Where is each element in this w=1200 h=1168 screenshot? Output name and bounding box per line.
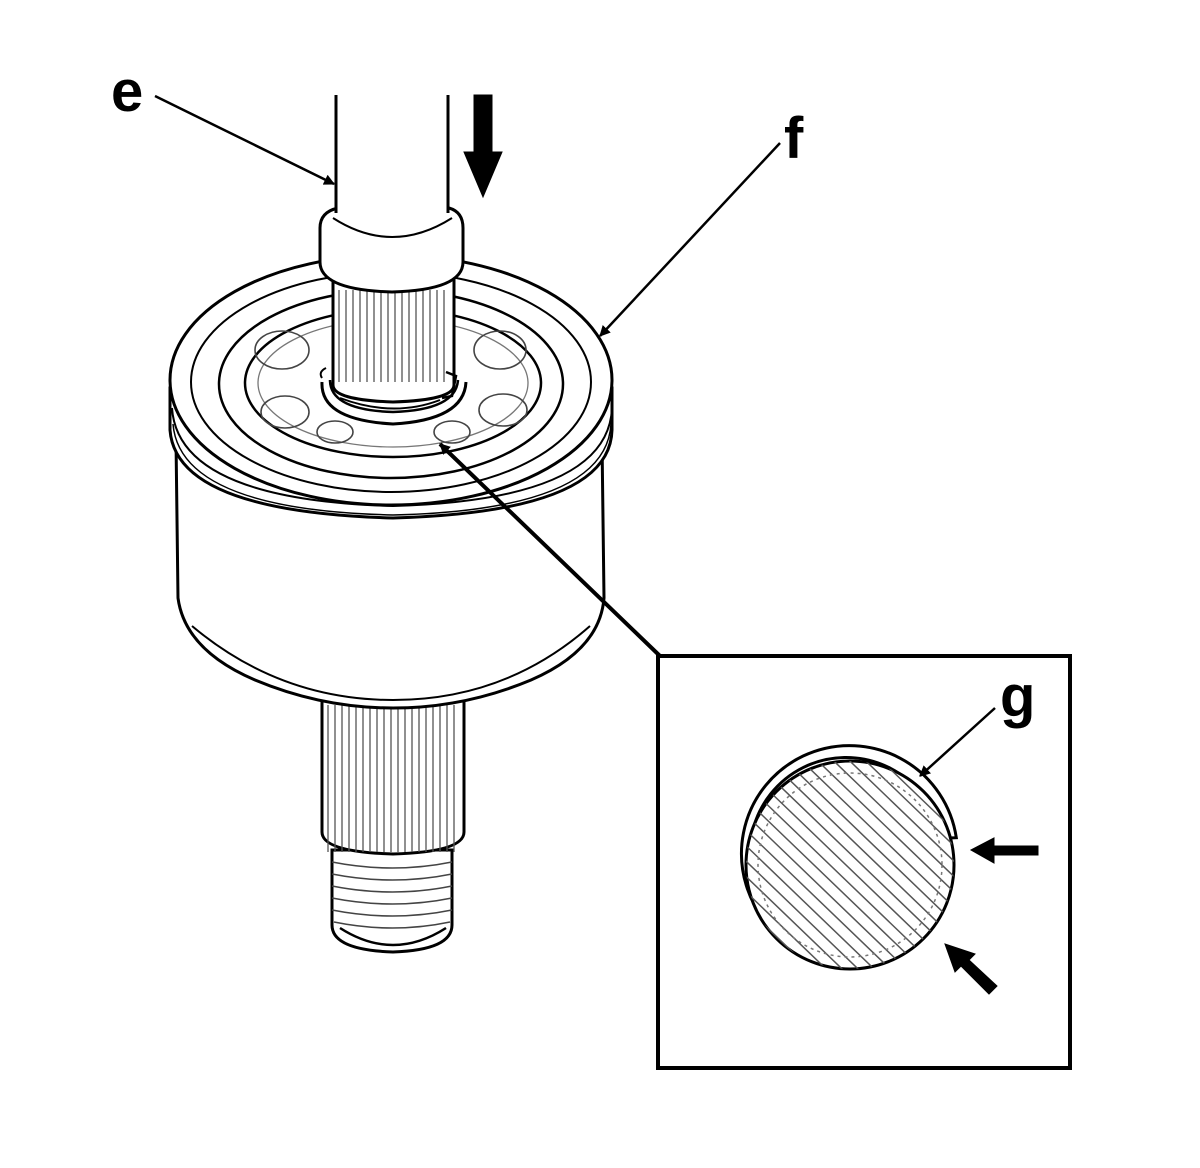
section-hatch-line [763, 761, 954, 969]
threaded-end [330, 848, 454, 954]
section-hatch-line [746, 761, 833, 969]
detail-inset [656, 654, 1072, 1070]
callout-f: f [784, 106, 804, 171]
leader-e [154, 94, 335, 186]
callout-g: g [1000, 664, 1036, 729]
shaft-body [336, 95, 448, 213]
leader-g [919, 707, 996, 777]
section-hatch-line [779, 761, 954, 969]
section-hatch-line [827, 761, 954, 969]
driveshaft [318, 95, 465, 404]
section-hatch-line [746, 761, 849, 969]
section-hatch-line [746, 761, 881, 969]
section-hatch-line [746, 761, 945, 969]
snap-ring-installed [319, 367, 468, 426]
section-hatch-line [746, 761, 865, 969]
press-direction-arrow [463, 94, 503, 199]
section-hatch-line [859, 761, 954, 969]
section-hatch-line [746, 761, 897, 969]
ball-pockets [254, 330, 528, 444]
section-hatch-line [747, 761, 954, 969]
ring-end-arrow-lower [944, 943, 998, 995]
section-hatch-line [746, 761, 913, 969]
leader-f [599, 142, 781, 337]
ring-end-arrow-upper [969, 837, 1039, 864]
shaft-collar [318, 206, 465, 294]
callout-e: e [111, 59, 144, 124]
stub-shaft [320, 698, 466, 954]
leader-lines [154, 94, 996, 777]
section-hatch-line [746, 761, 929, 969]
detail-pointer [438, 442, 662, 658]
lower-spline [320, 698, 466, 856]
section-hatch-line [795, 761, 954, 969]
